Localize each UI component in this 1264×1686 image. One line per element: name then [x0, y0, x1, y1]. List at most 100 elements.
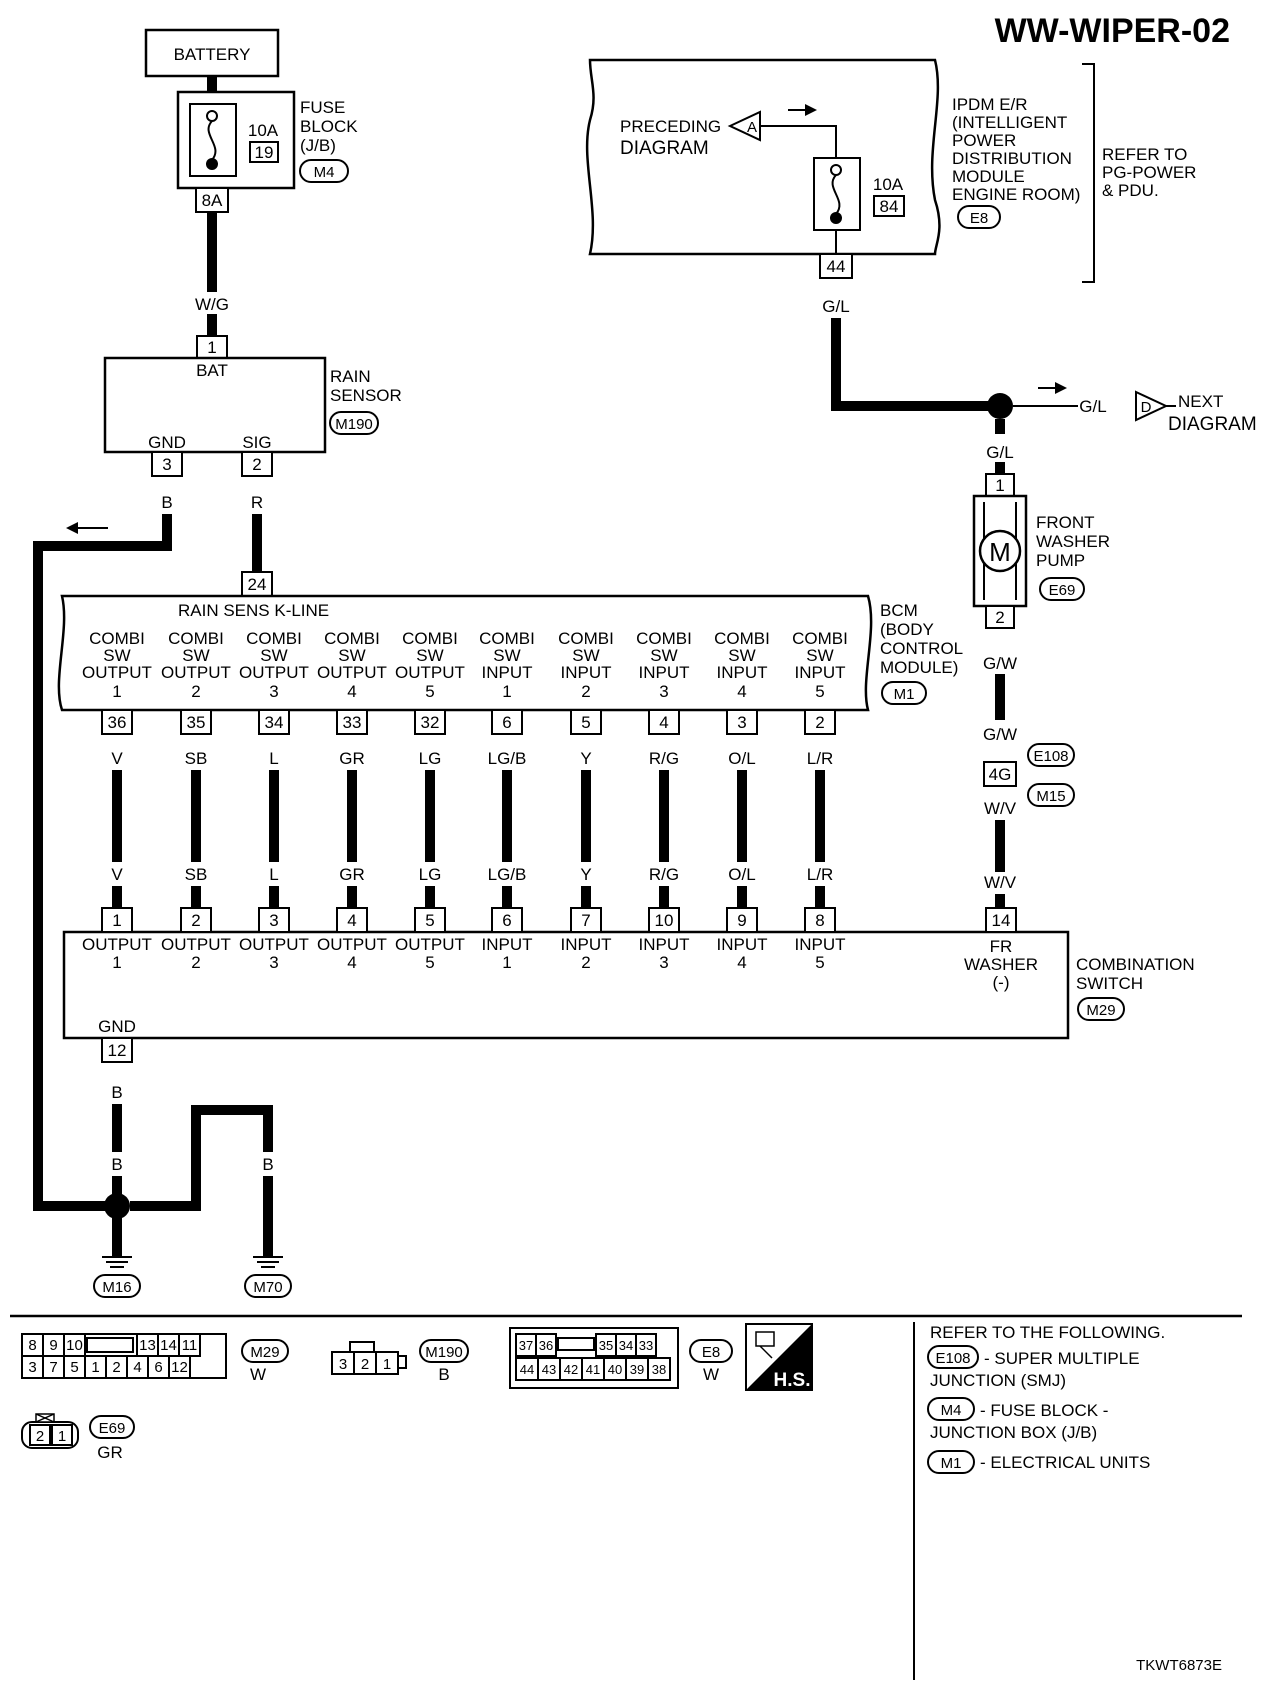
preceding-marker: A	[747, 119, 757, 136]
ipdm-label-1: IPDM E/R	[952, 95, 1028, 114]
pin-box-sig	[241, 451, 273, 477]
pin-8a: 8A	[202, 191, 223, 210]
connector-e8: E8	[970, 210, 988, 227]
legend-m29-pin: 4	[133, 1359, 141, 1376]
bcm-terminal-label-3: INPUT	[482, 663, 533, 682]
legend-badge-m29	[241, 1339, 289, 1363]
bcm-terminal-label-4: 5	[815, 682, 824, 701]
rain-bat-label: BAT	[196, 361, 228, 380]
rain-gnd-label: GND	[148, 433, 186, 452]
bcm-pin: 32	[421, 713, 440, 732]
bcm-pin-box	[180, 709, 212, 735]
ipdm-fuse-terminal-top	[830, 164, 842, 176]
bcm-terminal-label-2: SW	[338, 646, 365, 665]
connector-badge-e8	[957, 205, 1001, 229]
legend-color-m190: B	[438, 1365, 449, 1384]
bcm-terminal-label-4: 1	[502, 682, 511, 701]
combo-terminal-label-2: 4	[347, 953, 356, 972]
bcm-pin: 5	[581, 713, 590, 732]
combo-fr-label-2: WASHER	[964, 955, 1038, 974]
bcm-wire-label: SB	[185, 749, 208, 768]
combo-wire-label: L	[269, 865, 278, 884]
combo-pin: 4	[347, 911, 356, 930]
fuse-terminal-top	[206, 110, 218, 122]
refer-label-3: & PDU.	[1102, 181, 1159, 200]
pin-bcm-kline: 24	[248, 575, 267, 594]
legend-e69-pin: 2	[36, 1428, 44, 1445]
motor-symbol: M	[989, 537, 1011, 567]
bcm-terminal-label-1: COMBI	[402, 629, 458, 648]
refer-text-m4-1: - FUSE BLOCK -	[980, 1401, 1108, 1420]
refer-badge-m4	[927, 1397, 975, 1421]
bcm-terminal-label-3: INPUT	[639, 663, 690, 682]
combo-fr-label-1: FR	[990, 937, 1013, 956]
combo-pin: 6	[502, 911, 511, 930]
combo-wire-label: SB	[185, 865, 208, 884]
combo-wire-label: GR	[339, 865, 365, 884]
next-marker: D	[1141, 399, 1152, 416]
legend-color-e8: W	[703, 1365, 719, 1384]
combo-terminal-label-2: 2	[581, 953, 590, 972]
combo-pin: 5	[425, 911, 434, 930]
ipdm-fuse-number-box	[873, 195, 905, 217]
fuse-number: 19	[255, 143, 274, 162]
flow-arrow-next-icon	[1055, 382, 1067, 394]
next-marker-icon	[1135, 390, 1169, 422]
fuse-block-label-3: (J/B)	[300, 136, 336, 155]
combo-pin: 1	[112, 911, 121, 930]
pin-box-pump-2	[985, 605, 1015, 629]
legend-e8-cell	[635, 1333, 657, 1357]
ipdm-label-5: MODULE	[952, 167, 1025, 186]
combination-switch-box	[62, 930, 1070, 1040]
bcm-terminal-label-2: SW	[260, 646, 287, 665]
bcm-terminal-label-1: COMBI	[558, 629, 614, 648]
combo-terminal-label-1: OUTPUT	[317, 935, 387, 954]
ipdm-fuse-terminal-bottom	[830, 212, 842, 224]
bcm-terminal-label-2: SW	[416, 646, 443, 665]
combo-label-1: COMBINATION	[1076, 955, 1195, 974]
connector-m15: M15	[1036, 788, 1065, 805]
combo-label-2: SWITCH	[1076, 974, 1143, 993]
pin-rain-gnd: 3	[162, 455, 171, 474]
wire-label-gnd-b-left: B	[32, 1155, 43, 1174]
connector-badge-m16	[93, 1274, 141, 1298]
legend-m29-pin: 2	[112, 1359, 120, 1376]
connector-badge-m15	[1027, 783, 1075, 807]
bcm-wire-label: L	[269, 749, 278, 768]
legend-code-e69: E69	[99, 1420, 126, 1437]
e69-lock-icon	[35, 1413, 55, 1423]
bcm-pin: 3	[737, 713, 746, 732]
bcm-wire-label: O/L	[728, 749, 755, 768]
wire-label-next-gl: G/L	[1079, 397, 1106, 416]
ipdm-label-2: (INTELLIGENT	[952, 113, 1067, 132]
legend-badge-e69	[89, 1415, 135, 1439]
legend-m29-key	[86, 1337, 134, 1353]
bcm-pin-box	[648, 709, 680, 735]
combo-terminal-label-1: OUTPUT	[82, 935, 152, 954]
legend-code-m190: M190	[425, 1344, 463, 1361]
bcm-terminal-label-3: OUTPUT	[82, 663, 152, 682]
pin-rain-sig: 2	[252, 455, 261, 474]
combo-gnd-label: GND	[98, 1017, 136, 1036]
connector-m1: M1	[894, 686, 915, 703]
combo-pin-box	[258, 907, 290, 933]
wire-gl	[831, 318, 1000, 411]
combo-pin: 7	[581, 911, 590, 930]
legend-e8-pin: 35	[599, 1338, 613, 1353]
legend-m29-pin: 10	[66, 1337, 83, 1354]
fuse-amp: 10A	[248, 121, 279, 140]
bcm-terminal-label-2: SW	[728, 646, 755, 665]
bcm-terminal-label-4: 4	[347, 682, 356, 701]
combo-terminal-label-1: OUTPUT	[395, 935, 465, 954]
ipdm-label-3: POWER	[952, 131, 1016, 150]
bcm-wire-label: V	[111, 749, 123, 768]
bcm-pin-box	[414, 709, 446, 735]
ground-splice-point	[104, 1193, 130, 1219]
combo-terminal-label-1: INPUT	[639, 935, 690, 954]
combo-pin: 2	[191, 911, 200, 930]
rain-sensor-box	[103, 356, 327, 454]
connector-m16: M16	[102, 1279, 131, 1296]
pin-box-12	[101, 1037, 133, 1063]
